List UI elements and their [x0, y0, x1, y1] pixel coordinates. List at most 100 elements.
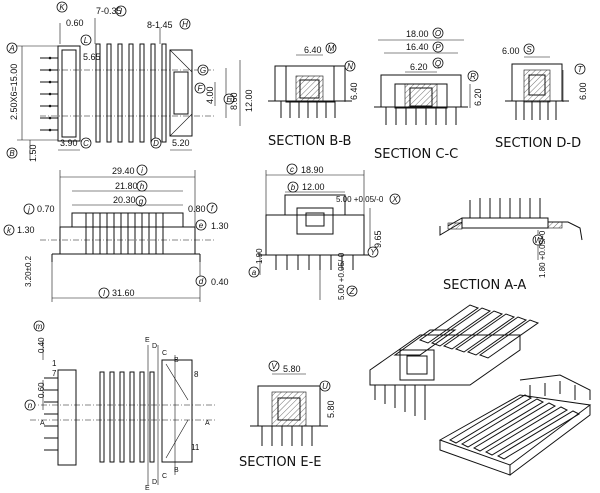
dim-ee-u: 5.80 [326, 400, 336, 418]
bottom-left-fins [99, 371, 155, 463]
bubble-h: H [182, 20, 188, 29]
bubble-side-l: l [103, 289, 105, 298]
dim-bl-m: 0.40 [37, 337, 46, 353]
dim-side-l: 31.60 [112, 288, 135, 298]
dim-g: 12.00 [244, 89, 254, 112]
section-mark-a-top: A [40, 420, 45, 427]
bubble-c: C [83, 139, 89, 148]
bubble-side-d: d [199, 277, 204, 286]
bubble-p: P [435, 43, 441, 52]
dim-ee-v: 5.80 [283, 364, 301, 374]
dim-p: 16.40 [406, 42, 429, 52]
bubble-side-e: e [199, 221, 204, 230]
dim-e: 4.00 [205, 86, 215, 104]
dim-m-bb: 6.40 [304, 45, 322, 55]
dim-side-e: 1.30 [211, 221, 229, 231]
bubble-e: E [226, 95, 232, 104]
bubble-a: A [8, 44, 14, 53]
dim-r: 6.20 [473, 88, 483, 106]
bubble-front-b: b [291, 183, 296, 192]
dim-front-z: 5.00 +0.05/-0 [337, 252, 346, 300]
bubble-side-h: h [140, 182, 145, 191]
section-mark-b-bottom: B [174, 467, 179, 474]
bubble-g: G [200, 66, 206, 75]
front-view: c 18.90 b 12.00 5.00 +0.05/-0 X Y 9.65 a… [248, 163, 401, 300]
bubble-ee-u: U [322, 382, 328, 391]
bubble-side-k: k [7, 226, 12, 235]
dim-side-f: 0.80 [188, 204, 206, 214]
dim-h: 8-1.45 [147, 20, 173, 30]
left-pin-row [40, 56, 58, 132]
winding-fins [95, 43, 167, 143]
isometric-lower-fins [448, 394, 581, 460]
section-dd: 6.00 S T 6.00 SECTION D-D [495, 43, 588, 151]
dim-side-i: 29.40 [112, 166, 135, 176]
section-aa: W 1.80 +0.05/-0 SECTION A-A [439, 198, 583, 293]
pin-number-11: 11 [191, 443, 200, 452]
dim-i: 7-0.35 [96, 6, 122, 16]
bubble-t: T [578, 65, 584, 74]
section-mark-e-top: E [145, 337, 150, 344]
section-mark-e-bottom: E [145, 485, 150, 492]
bubble-i: I [120, 7, 123, 16]
dim-aa-w: 1.80 +0.05/-0 [538, 230, 547, 278]
dim-front-x: 5.00 +0.05/-0 [336, 195, 384, 204]
pin-number-7: 7 [52, 369, 57, 378]
pin-number-1: 1 [52, 359, 57, 368]
bubble-q: Q [435, 59, 441, 68]
bubble-d: D [153, 139, 159, 148]
section-mark-b-top: B [174, 357, 179, 364]
dim-o: 18.00 [406, 29, 429, 39]
bubble-k: K [59, 3, 65, 12]
bubble-bl-n: n [28, 401, 33, 410]
bubble-front-x: X [391, 195, 398, 204]
bubble-r: R [470, 72, 476, 81]
bubble-b: B [9, 149, 15, 158]
bubble-bl-m: m [36, 322, 43, 331]
dim-front-a: 1.90 [255, 248, 264, 264]
section-ee: V 5.80 U 5.80 SECTION E-E [239, 360, 336, 470]
section-aa-fins [469, 198, 541, 218]
dim-a: 2.50X6=15.00 [9, 64, 19, 120]
bubble-side-j: j [27, 205, 30, 214]
bubble-side-f: f [211, 204, 214, 213]
bubble-side-g: g [139, 197, 144, 206]
dim-side-j: 0.70 [37, 204, 55, 214]
dim-front-b: 12.00 [302, 182, 325, 192]
bubble-front-c: c [290, 165, 294, 174]
section-aa-title: SECTION A-A [443, 278, 526, 293]
pin-number-8: 8 [194, 370, 199, 379]
bubble-n-bb: N [347, 62, 353, 71]
isometric-view [369, 304, 592, 476]
section-bb: 6.40 M N 6.40 SECTION B-B [268, 42, 359, 149]
section-mark-c-top: C [162, 350, 167, 357]
dim-k: 0.60 [66, 18, 84, 28]
section-mark-d-top: D [152, 343, 157, 350]
side-view: 29.40 i 21.80 h 20.30 g j 0.70 f 0.80 k … [3, 164, 229, 302]
bubble-ee-v: V [271, 362, 277, 371]
dim-side-h: 21.80 [115, 181, 138, 191]
section-mark-a-bottom: A [205, 420, 210, 427]
dim-q: 6.20 [410, 62, 428, 72]
bubble-front-a: a [252, 268, 257, 277]
section-mark-c-bottom: C [162, 473, 167, 480]
dim-bl-n: 0.60 [37, 382, 46, 398]
bubble-f: F [198, 84, 204, 93]
dim-side-d: 0.40 [211, 277, 229, 287]
dim-side-g: 20.30 [113, 195, 136, 205]
section-dd-title: SECTION D-D [495, 136, 581, 151]
top-left-plan-view: K 0.60 I 7-0.35 H 8-1.45 L 5.65 A 2.50X6… [6, 1, 254, 162]
section-cc: 18.00 O 16.40 P 6.20 Q R 6.20 SECTION C-… [374, 27, 483, 162]
bubble-l: L [84, 36, 88, 45]
bubble-side-i: i [141, 166, 143, 175]
dim-side-m: 3.20±0.2 [24, 255, 33, 287]
dim-d: 5.20 [172, 138, 190, 148]
bubble-front-z: Z [349, 287, 356, 296]
dim-c: 3.90 [60, 138, 78, 148]
dim-l: 5.65 [83, 52, 101, 62]
bottom-left-pins [44, 377, 58, 451]
section-mark-d-bottom: D [152, 479, 157, 486]
side-fins [85, 213, 164, 254]
dim-t: 6.00 [578, 82, 588, 100]
